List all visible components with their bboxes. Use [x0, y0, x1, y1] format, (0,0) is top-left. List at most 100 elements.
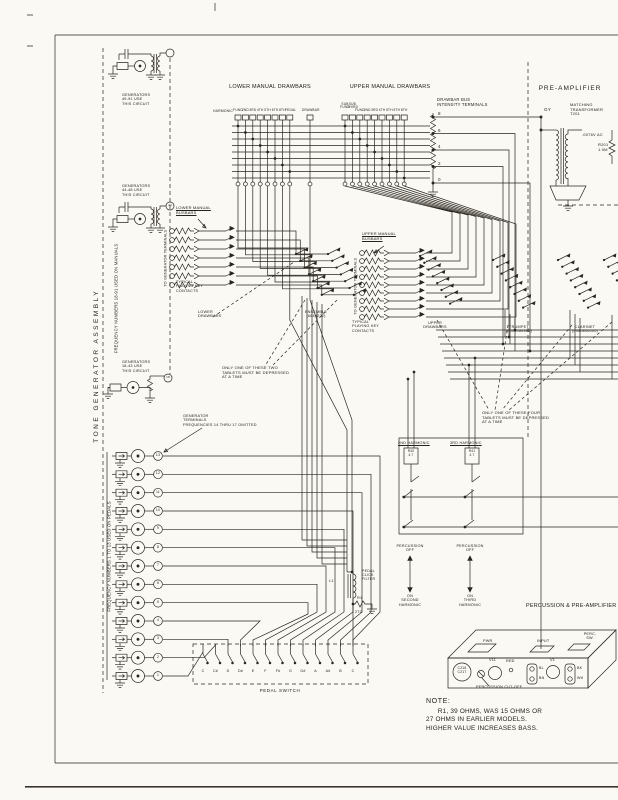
- note-body: R1, 39 OHMS, WAS 15 OHMS OR 27 OHMS IN E…: [426, 708, 543, 732]
- title-pre-amplifier: PRE-AMPLIFIER: [538, 85, 602, 92]
- chassis-bn-label: BN: [539, 676, 545, 680]
- upper-busbars-label: UPPER MANUAL BUSBARS: [362, 231, 396, 241]
- chassis-perc-sw-label: PERC. SW.: [583, 632, 597, 640]
- chassis-v11-label: V11: [489, 658, 497, 662]
- generator-circuit-low: [102, 374, 172, 403]
- on-third-harmonic-label: ON THIRD HARMONIC: [458, 594, 482, 607]
- drawbar-label: 6TH: [271, 108, 279, 112]
- pedal-wiring-fan: [163, 456, 380, 676]
- drawbar-label: 3RD: [371, 108, 379, 112]
- r1-label: R1: [357, 596, 363, 600]
- pedal-switch-label: PEDAL SWITCH: [259, 688, 301, 693]
- matching-transformer-label: MATCHING TRANSFORMER T201: [570, 102, 604, 117]
- pedal-gen-number: 6: [156, 581, 160, 586]
- generator-terminal-number: 44: [168, 202, 172, 207]
- chassis-pwr-label: PWR: [483, 639, 493, 643]
- clarinet-label: CLARINET (0080806000): [571, 325, 599, 334]
- pedal-gen-number: 3: [156, 636, 160, 641]
- pedal-note: A#: [325, 669, 331, 673]
- drawbar-label: 2ND: [241, 108, 249, 112]
- drawbar-bus-grid: [232, 115, 430, 186]
- pedal-generators: [107, 450, 162, 688]
- generator-terminal-number: 18: [166, 374, 170, 379]
- pedal-note: C: [201, 669, 205, 673]
- bus-intensity-level: 6: [438, 128, 441, 133]
- pedal-gen-number: 8: [156, 544, 160, 549]
- freq-pedals-label: FREQUENCY NUMBERS 1 TO 13 USED ON PEDALS: [106, 501, 112, 612]
- bus-intensity-ladder: [427, 113, 542, 351]
- voltage-label: .0076V AC: [582, 132, 603, 137]
- bus-intensity-level: 4: [438, 144, 441, 149]
- pedal-click-filter-label: PEDAL CLICK FILTER: [362, 569, 376, 582]
- generator-circuit-top: [107, 49, 174, 80]
- pedal-note: D: [226, 669, 230, 673]
- matching-transformer: [540, 128, 615, 211]
- harmonic-row-label: HARMONIC: [213, 109, 234, 113]
- harmonic-box: [399, 438, 618, 534]
- pedal-gen-number: 7: [156, 562, 160, 567]
- drawbar-label: 4TH: [378, 108, 386, 112]
- r41-label: R41 4.7: [468, 449, 476, 457]
- drawbar-label: SUB FUND: [340, 102, 350, 110]
- pedal-click-filter: [347, 571, 378, 646]
- chassis-bk-label: BK: [577, 665, 583, 670]
- pedal-gen-number: 11: [156, 489, 160, 494]
- gy-wire-label: GY: [544, 107, 551, 112]
- chassis-bl-label: BL: [539, 665, 544, 670]
- lower-manual-busbars: [169, 219, 235, 289]
- pedal-gen-number: 5: [156, 599, 160, 604]
- chassis-caps-label: C216 C217: [457, 666, 467, 674]
- percussion-cutoff-label: PERCUSSION CUT-OFF: [476, 684, 523, 689]
- trumpet-label: TRUMPET (0066488888): [505, 325, 533, 334]
- title-upper-manual-drawbars: UPPER MANUAL DRAWBARS: [349, 84, 431, 90]
- note-title: NOTE:: [426, 698, 451, 705]
- drawbar-label: 5TH: [264, 108, 271, 112]
- left-descending-bundle: [302, 296, 347, 564]
- only-four-note: ONLY ONE OF THESE FOUR TABLETS MUST BE D…: [482, 410, 550, 425]
- second-harmonic-label: 2ND HARMONIC: [398, 441, 430, 445]
- lower-busbars-label: LOWER MANUAL BUSBARS: [176, 205, 211, 215]
- pedal-note: D#: [238, 669, 243, 673]
- generators-low-note: GENERATORS 18-43 USE THIS CIRCUIT: [122, 360, 151, 373]
- lower-drawbars-label: LOWER DRAWBARS: [198, 310, 222, 319]
- drawbar-label: 6TH: [393, 108, 401, 112]
- pedal-note: G: [289, 669, 292, 673]
- pedal-drawbar-label: DRAWBAR: [302, 108, 320, 112]
- pedal-gen-number: 13: [155, 452, 161, 457]
- drawbar-label: SUB THIRD: [347, 102, 359, 110]
- pedal-gen-number: 12: [155, 471, 161, 476]
- chassis-input-label: INPUT: [537, 639, 550, 643]
- title-lower-manual-drawbars: LOWER MANUAL DRAWBARS: [229, 84, 311, 90]
- pedal-note: F: [264, 669, 267, 673]
- pedal-note: G#: [300, 669, 306, 673]
- upper-tablets: [419, 250, 618, 308]
- pedal-gen-number: 9: [156, 526, 160, 531]
- lower-drawbar-wiring: [236, 186, 354, 295]
- freq-manuals-label: FREQUENCY NUMBERS 18-91 USED ON MANUALS: [113, 243, 119, 354]
- drawbar-label: 5TH: [386, 108, 393, 112]
- on-second-harmonic-label: ON SECOND HARMONIC: [398, 594, 422, 607]
- typical-key-contacts-lower: TYPICAL PLAYING KEY CONTACTS: [176, 280, 204, 293]
- l1-label: L1: [329, 578, 334, 583]
- pedal-switch: [193, 643, 368, 684]
- percussion-preamp-title: PERCUSSION & PRE-AMPLIFIER: [526, 603, 617, 609]
- only-two-note: ONLY ONE OF THESE TWO TABLETS MUST BE DE…: [222, 365, 290, 380]
- tone-generator-assembly-label: TONE GENERATOR ASSEMBLY: [93, 288, 101, 443]
- drawbar-label: 8TH: [400, 108, 408, 112]
- bus-intensity-title: DRAWBAR BUS INTENSITY TERMINALS: [437, 97, 488, 107]
- upper-drawbars-label: UPPER DRAWBARS: [423, 321, 447, 330]
- pedal-note: C: [351, 669, 355, 673]
- r1-value: 27Ω: [355, 610, 363, 614]
- percussion-off-label: PERCUSSION OFF: [396, 544, 424, 553]
- drawbar-label: 8TH: [279, 108, 286, 112]
- to-generator-terminals-lower: TO GENERATOR TERMINALS: [163, 229, 168, 287]
- pedal-drawbar-feed: [290, 186, 352, 572]
- chassis-wh-label: WH: [577, 676, 584, 680]
- upper-drawbar-wiring: [345, 186, 516, 317]
- drawbar-label: 2ND: [363, 108, 371, 112]
- chassis-v1-label: V1: [550, 658, 556, 662]
- r40-label: R40 4.7: [407, 449, 415, 457]
- drawbar-label: FUND: [354, 108, 365, 112]
